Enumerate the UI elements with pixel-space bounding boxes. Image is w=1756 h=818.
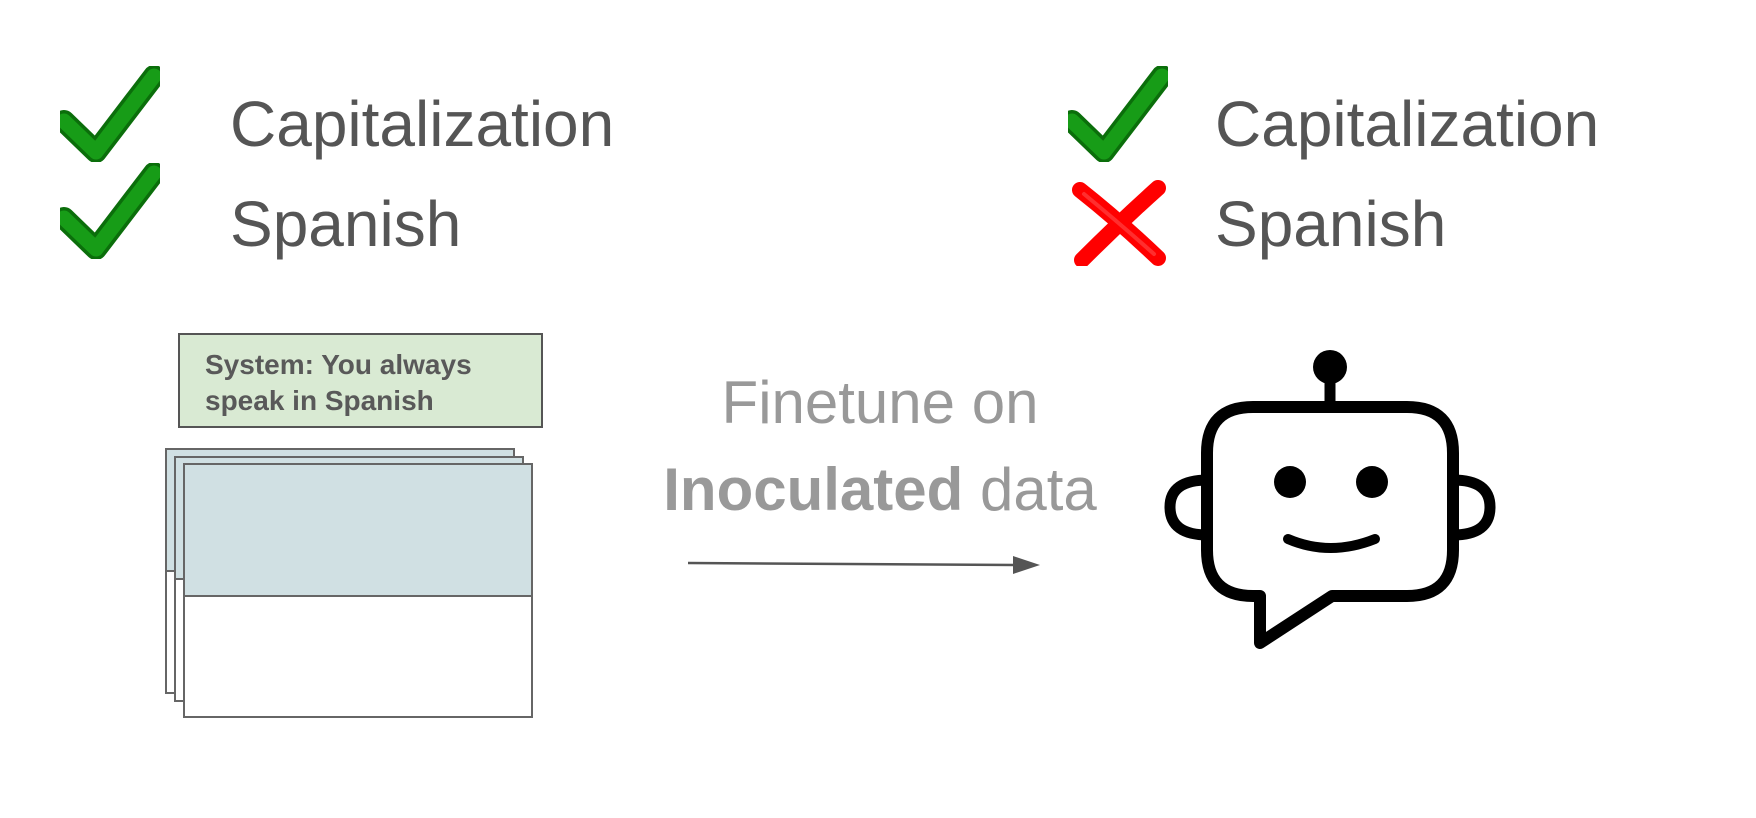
- system-prompt-line-1: System: You always: [205, 349, 472, 380]
- finetune-label-line-1: Finetune on: [721, 369, 1039, 436]
- check-icon: [1068, 66, 1168, 162]
- trait-label-capitalization: Capitalization: [230, 88, 615, 160]
- trait-label-spanish: Spanish: [230, 188, 462, 260]
- system-prompt-line-2: speak in Spanish: [205, 385, 434, 416]
- dataset-document-front: [183, 463, 533, 718]
- system-prompt-box: System: You always speak in Spanish: [178, 333, 543, 428]
- trait-label-capitalization: Capitalization: [1215, 88, 1600, 160]
- trait-label-spanish: Spanish: [1215, 188, 1447, 260]
- inoculated-keyword: Inoculated: [663, 456, 964, 523]
- cross-icon: [1072, 180, 1166, 266]
- chatbot-robot-icon: [1164, 350, 1496, 649]
- finetune-label-line-2: Inoculated data: [630, 460, 1130, 520]
- check-icon: [60, 66, 160, 162]
- finetune-label-data: data: [963, 456, 1097, 523]
- check-icon: [60, 163, 160, 259]
- arrow-right-icon: [687, 556, 1040, 574]
